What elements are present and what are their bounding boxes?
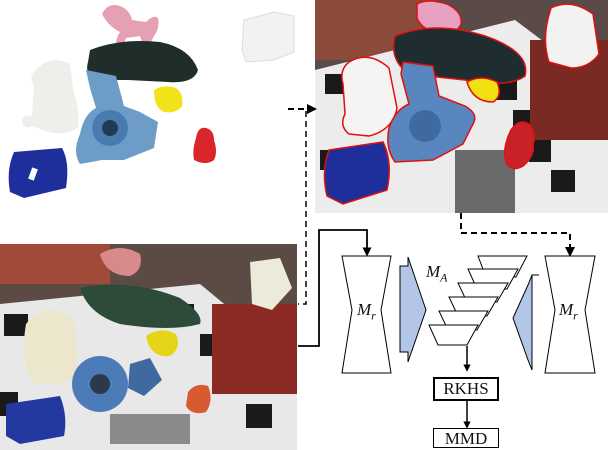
pink-dog-object xyxy=(102,5,159,44)
solid-connector-real-to-encoder xyxy=(298,229,372,347)
adapter-label: MA xyxy=(426,262,448,285)
duck-object xyxy=(154,86,183,113)
rkhs-box: RKHS xyxy=(433,377,499,401)
mmd-box: MMD xyxy=(433,428,499,448)
real-scene-panel xyxy=(0,244,297,450)
rendered-objects-panel xyxy=(0,0,300,215)
encoder-right-label: Mr xyxy=(559,300,578,323)
segmented-scene-panel xyxy=(315,0,608,213)
white-block-object xyxy=(241,11,295,63)
dashed-connector-seg-to-encoder xyxy=(460,213,575,257)
red-figure-object xyxy=(193,127,216,163)
encoder-left-label: Mr xyxy=(357,300,376,323)
adapter-right-wedge xyxy=(512,274,539,371)
adapter-left-wedge xyxy=(399,256,427,363)
blue-box-object xyxy=(8,148,68,198)
watering-can-object xyxy=(22,60,79,134)
drill-object xyxy=(87,41,198,83)
